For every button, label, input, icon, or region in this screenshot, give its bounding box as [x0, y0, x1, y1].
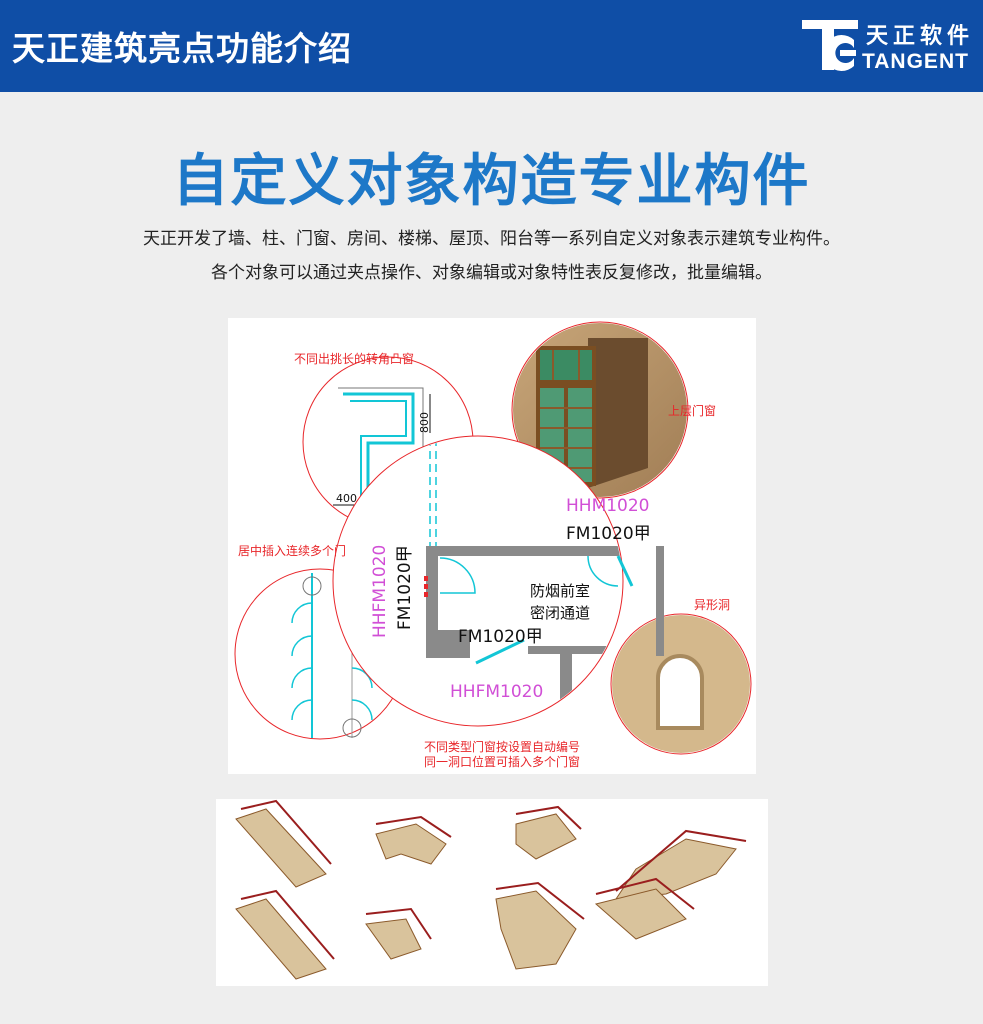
header-bar: 天正建筑亮点功能介绍 天正软件 TANGENT: [0, 0, 983, 92]
door-code-left-magenta: HHFM1020: [370, 544, 390, 638]
door-code-top-magenta: HHM1020: [566, 496, 650, 516]
auto-number-label-2: 同一洞口位置可插入多个门窗: [424, 755, 581, 769]
cad-door-window-figure: 不同出挑长的转角凸窗 上层门窗 居中插入连续多个门 异形洞 不同类型门窗按设置自…: [228, 318, 756, 774]
door-code-bottom-black: FM1020甲: [458, 627, 543, 647]
width-dimension-text: 400: [336, 492, 357, 505]
center-insert-label: 居中插入连续多个门: [238, 544, 347, 558]
door-code-top-black: FM1020甲: [566, 524, 651, 544]
door-code-bottom-magenta: HHFM1020: [450, 682, 544, 702]
room-name-line-1: 防烟前室: [530, 582, 591, 600]
door-code-left-black: FM1020甲: [395, 545, 415, 630]
header-title: 天正建筑亮点功能介绍: [12, 29, 352, 68]
description-line-2: 各个对象可以通过夹点操作、对象编辑或对象特性表反复修改，批量编辑。: [211, 263, 772, 283]
upper-door-window-label: 上层门窗: [668, 404, 717, 418]
page-title: 自定义对象构造专业构件: [172, 149, 811, 214]
logo-en-text: TANGENT: [862, 50, 969, 73]
auto-number-label-1: 不同类型门窗按设置自动编号: [424, 740, 581, 754]
description-line-1: 天正开发了墙、柱、门窗、房间、楼梯、屋顶、阳台等一系列自定义对象表示建筑专业构件…: [143, 229, 840, 249]
cad-drawing-graphic: [234, 321, 752, 755]
stair-illustrations-graphic: [235, 799, 747, 980]
irregular-opening-label: 异形洞: [694, 598, 731, 612]
room-name-line-2: 密闭通道: [530, 604, 591, 622]
stair-types-figure: [216, 799, 768, 986]
tangent-logo: 天正软件 TANGENT: [800, 14, 975, 76]
height-dimension-text: 800: [418, 412, 431, 433]
bay-window-label: 不同出挑长的转角凸窗: [294, 352, 415, 366]
logo-cn-text: 天正软件: [866, 24, 975, 49]
tangent-logo-mark-icon: [802, 20, 858, 71]
